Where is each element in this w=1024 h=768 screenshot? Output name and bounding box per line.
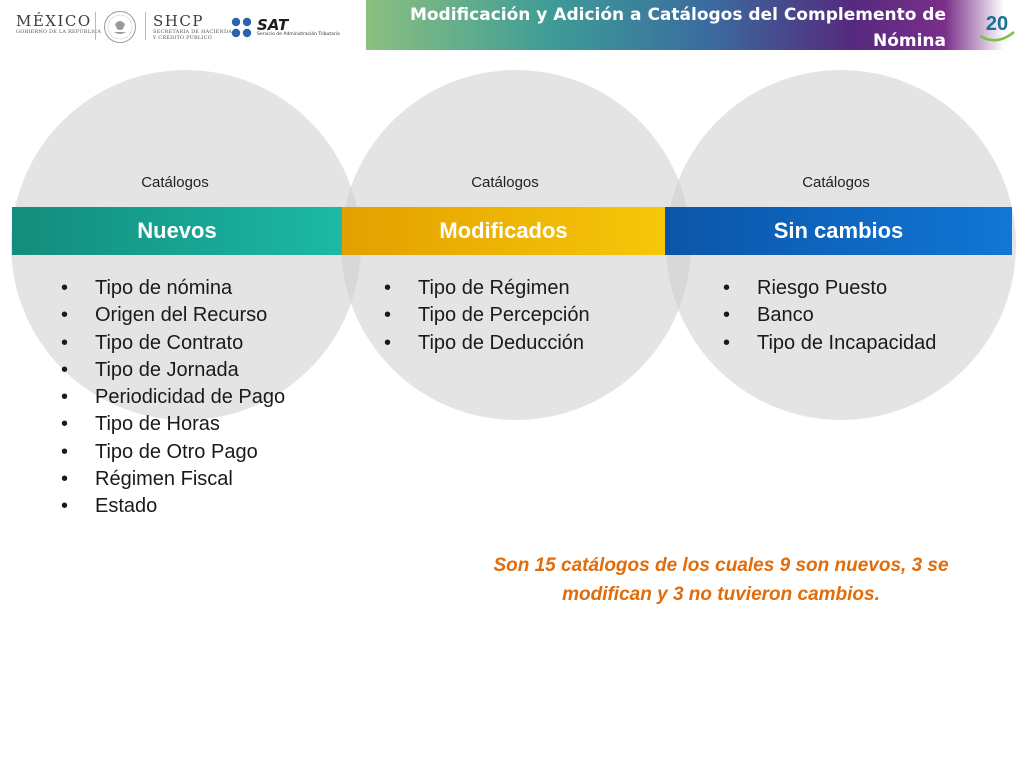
shcp-logo-subtitle: Y CRÉDITO PÚBLICO <box>153 35 212 41</box>
national-seal-icon <box>104 11 136 43</box>
list-item: Tipo de Percepción <box>384 302 590 330</box>
list-sin-cambios: Riesgo Puesto Banco Tipo de Incapacidad <box>723 275 936 357</box>
shcp-logo: SHCP SECRETARÍA DE HACIENDA Y CRÉDITO PÚ… <box>153 13 232 41</box>
heading-sin-cambios-label: Sin cambios <box>773 218 904 243</box>
list-item: Tipo de Jornada <box>61 357 285 385</box>
list-item: Régimen Fiscal <box>61 466 285 494</box>
heading-nuevos-label: Nuevos <box>137 218 217 243</box>
logo-strip: MÉXICO GOBIERNO DE LA REPÚBLICA SHCP SEC… <box>0 0 366 52</box>
list-item: Tipo de Incapacidad <box>723 330 936 358</box>
heading-modificados-label: Modificados <box>439 218 568 243</box>
heading-nuevos: Nuevos <box>12 207 342 255</box>
mexico-logo: MÉXICO GOBIERNO DE LA REPÚBLICA <box>16 13 101 36</box>
sat-logo: SAT Servicio de Administración Tributari… <box>231 17 340 39</box>
caption-sin-cambios: Catálogos <box>802 174 870 191</box>
heading-modificados: Modificados <box>342 207 665 255</box>
list-item: Estado <box>61 493 285 521</box>
sat-logo-name: SAT <box>257 16 289 34</box>
list-item: Periodicidad de Pago <box>61 384 285 412</box>
list-item: Banco <box>723 302 936 330</box>
list-item: Tipo de Otro Pago <box>61 439 285 467</box>
summary-text: Son 15 catálogos de los cuales 9 son nue… <box>493 555 949 605</box>
mexico-logo-subtitle: GOBIERNO DE LA REPÚBLICA <box>16 29 102 35</box>
list-nuevos: Tipo de nómina Origen del Recurso Tipo d… <box>61 275 285 521</box>
list-item: Tipo de Horas <box>61 411 285 439</box>
list-item: Tipo de Régimen <box>384 275 590 303</box>
list-item: Tipo de Contrato <box>61 330 285 358</box>
caption-modificados: Catálogos <box>471 174 539 191</box>
list-item: Tipo de Deducción <box>384 330 590 358</box>
anniversary-number: 20 <box>986 13 1008 35</box>
logo-divider <box>95 12 96 40</box>
list-item: Origen del Recurso <box>61 302 285 330</box>
sat-logo-subtitle: Servicio de Administración Tributaria <box>257 32 340 37</box>
logo-divider <box>145 12 146 40</box>
caption-nuevos: Catálogos <box>141 174 209 191</box>
anniversary-logo-icon: 20 <box>979 13 1015 42</box>
title-band: Modificación y Adición a Catálogos del C… <box>366 0 1024 51</box>
list-modificados: Tipo de Régimen Tipo de Percepción Tipo … <box>384 275 590 357</box>
sat-dots-icon <box>231 17 252 38</box>
page-title: Modificación y Adición a Catálogos del C… <box>409 5 946 51</box>
shcp-logo-subtitle: SECRETARÍA DE HACIENDA <box>153 29 232 35</box>
list-item: Riesgo Puesto <box>723 275 936 303</box>
mexico-logo-name: MÉXICO <box>16 12 92 30</box>
list-item: Tipo de nómina <box>61 275 285 303</box>
heading-sin-cambios: Sin cambios <box>665 207 1012 255</box>
shcp-logo-name: SHCP <box>153 12 204 30</box>
